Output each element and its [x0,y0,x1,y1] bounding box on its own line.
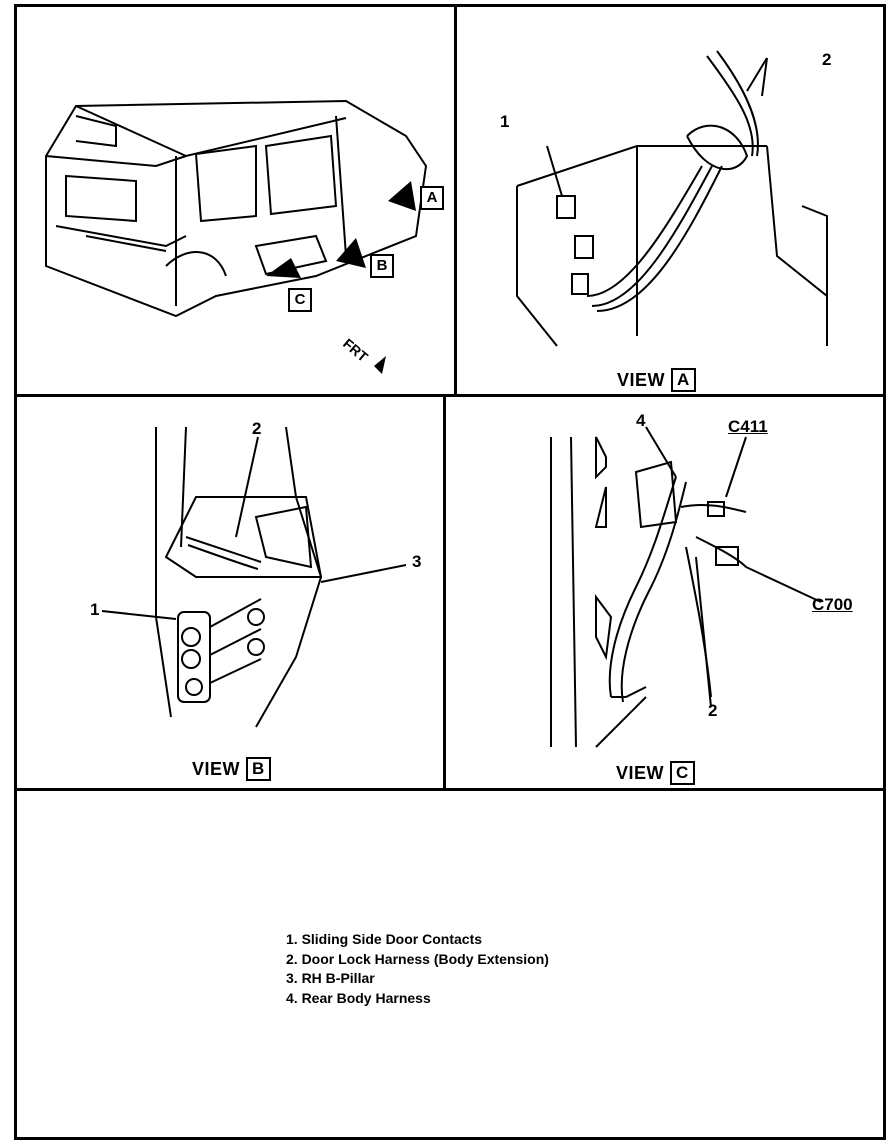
view-c-callout-4: 4 [636,411,646,430]
overview-panel: A B C FRT [16,6,454,394]
view-b-illustration [101,426,407,728]
view-c-callout-c700: C700 [812,595,853,614]
legend-item: 1. Sliding Side Door Contacts [286,931,483,947]
frt-arrow [374,356,386,374]
view-a-word: VIEW [617,369,666,390]
view-c-letter: C [670,761,695,785]
view-b-callout-3: 3 [412,552,422,571]
view-a-callout-1: 1 [500,112,510,131]
view-c-callout-c411: C411 [728,417,768,436]
diagram-frame [14,4,886,1140]
legend-item: 2. Door Lock Harness (Body Extension) [286,950,549,967]
view-b-word: VIEW [192,758,241,779]
view-b-arrow [336,238,366,268]
view-a-letter: A [671,368,696,392]
view-c-word: VIEW [616,762,665,783]
view-b-letter: B [246,757,271,781]
view-c-illustration [550,426,822,748]
arrow-label-c: C [288,288,312,312]
legend-item: 4. Rear Body Harness [286,989,431,1006]
view-c-callout-2: 2 [708,701,718,720]
divider-vertical-middle [443,396,446,790]
view-b-label: VIEW B [192,757,271,781]
divider-horizontal-1 [16,394,884,397]
van-body-illustration [45,99,428,374]
arrow-label-a: A [420,186,444,210]
view-b-callout-1: 1 [90,600,100,619]
view-c-arrow [266,258,301,278]
view-b-panel: 1 2 3 VIEW B [16,397,443,788]
view-b-callout-2: 2 [252,419,262,438]
view-a-label: VIEW A [617,368,696,392]
legend: 1. Sliding Side Door Contacts 2. Door Lo… [286,930,549,1008]
view-a-panel: 1 2 VIEW A [457,6,884,394]
view-a-callout-2: 2 [822,50,832,69]
arrow-label-b: B [370,254,394,278]
view-a-illustration [516,50,828,347]
legend-item: 3. RH B-Pillar [286,970,375,986]
view-c-panel: 4 C411 C700 2 VIEW C [446,397,884,788]
divider-horizontal-2 [16,788,884,791]
divider-vertical-top [454,6,457,396]
view-a-arrow [388,181,416,211]
view-c-label: VIEW C [616,761,695,785]
